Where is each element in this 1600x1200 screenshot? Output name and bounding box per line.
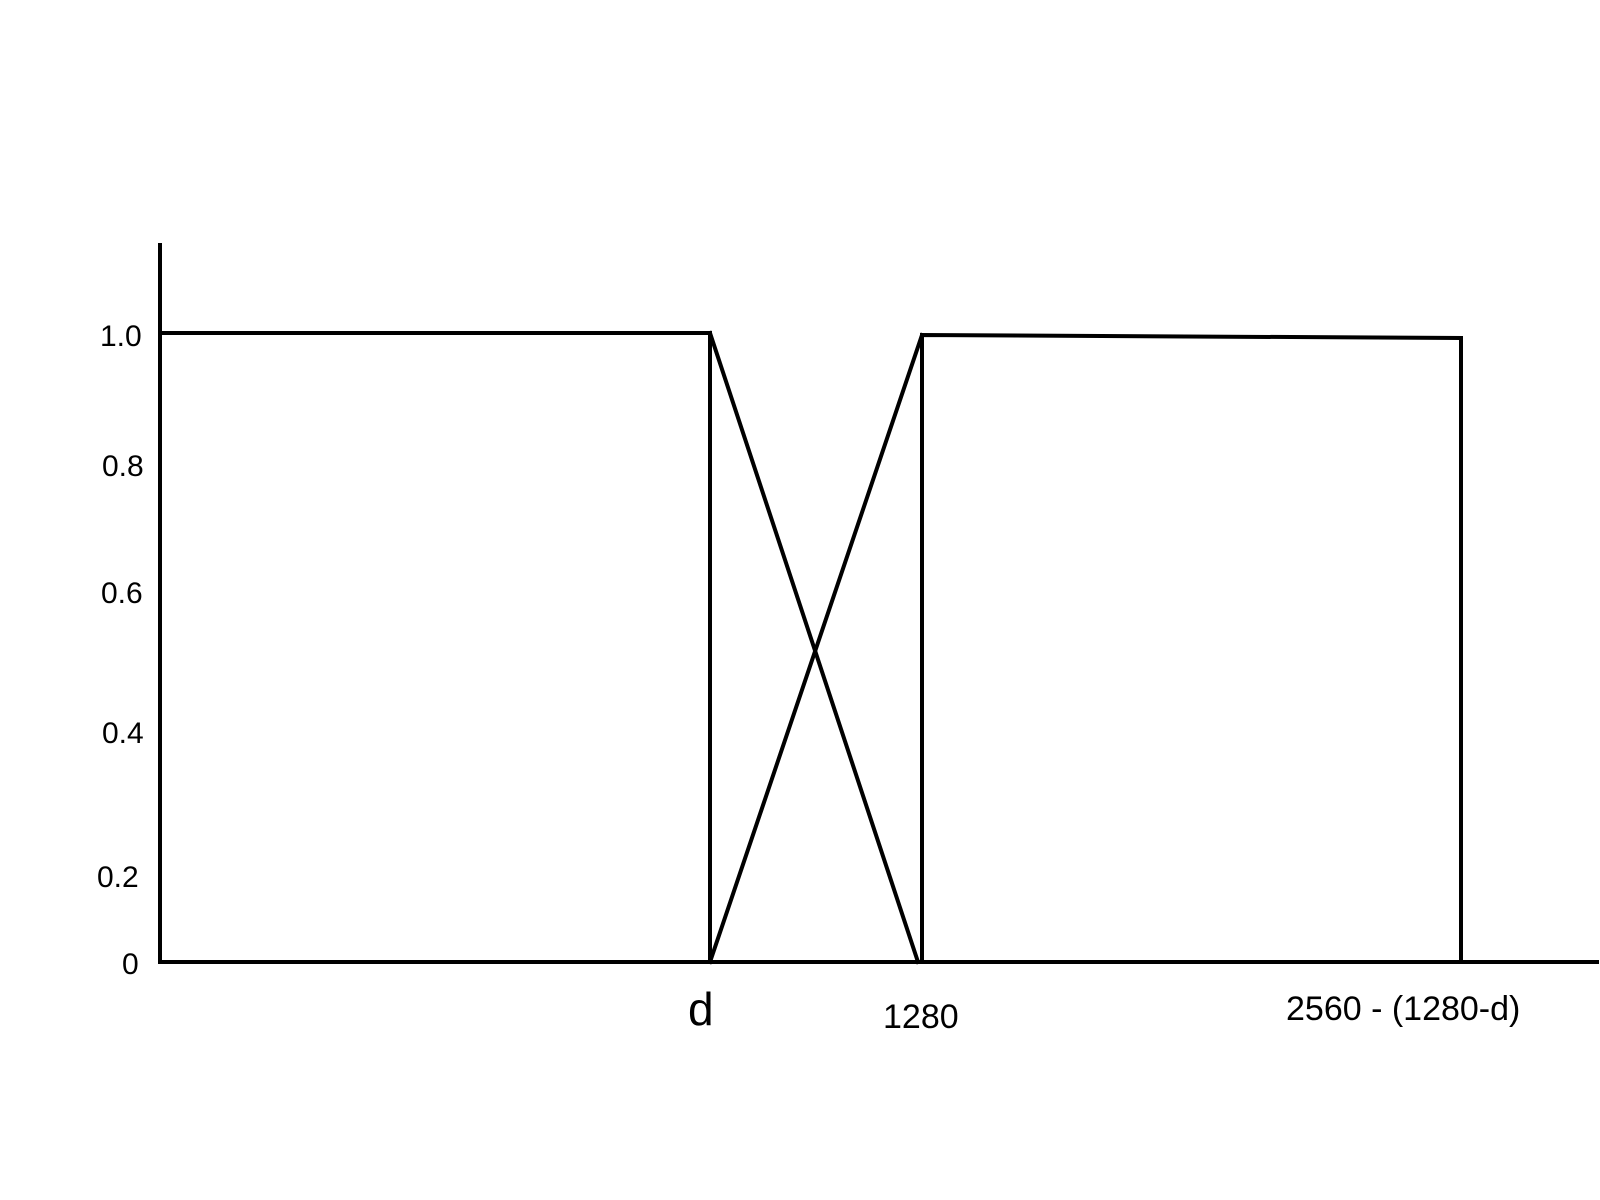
right-membership-block: [920, 332, 1463, 964]
y-tick-1-0: 1.0: [100, 320, 142, 353]
y-tick-0-8: 0.8: [102, 450, 144, 483]
left-membership-plateau: [158, 331, 712, 964]
x-label-right-boundary: 2560 - (1280-d): [1286, 990, 1520, 1028]
y-tick-0-6: 0.6: [101, 577, 143, 610]
falling-slope-line: [707, 330, 921, 965]
y-tick-0-4: 0.4: [102, 717, 144, 750]
x-label-d: d: [688, 983, 714, 1035]
x-label-1280: 1280: [883, 998, 959, 1036]
y-tick-0: 0: [122, 948, 139, 981]
y-tick-0-2: 0.2: [97, 861, 139, 894]
rising-slope-line: [707, 332, 925, 965]
